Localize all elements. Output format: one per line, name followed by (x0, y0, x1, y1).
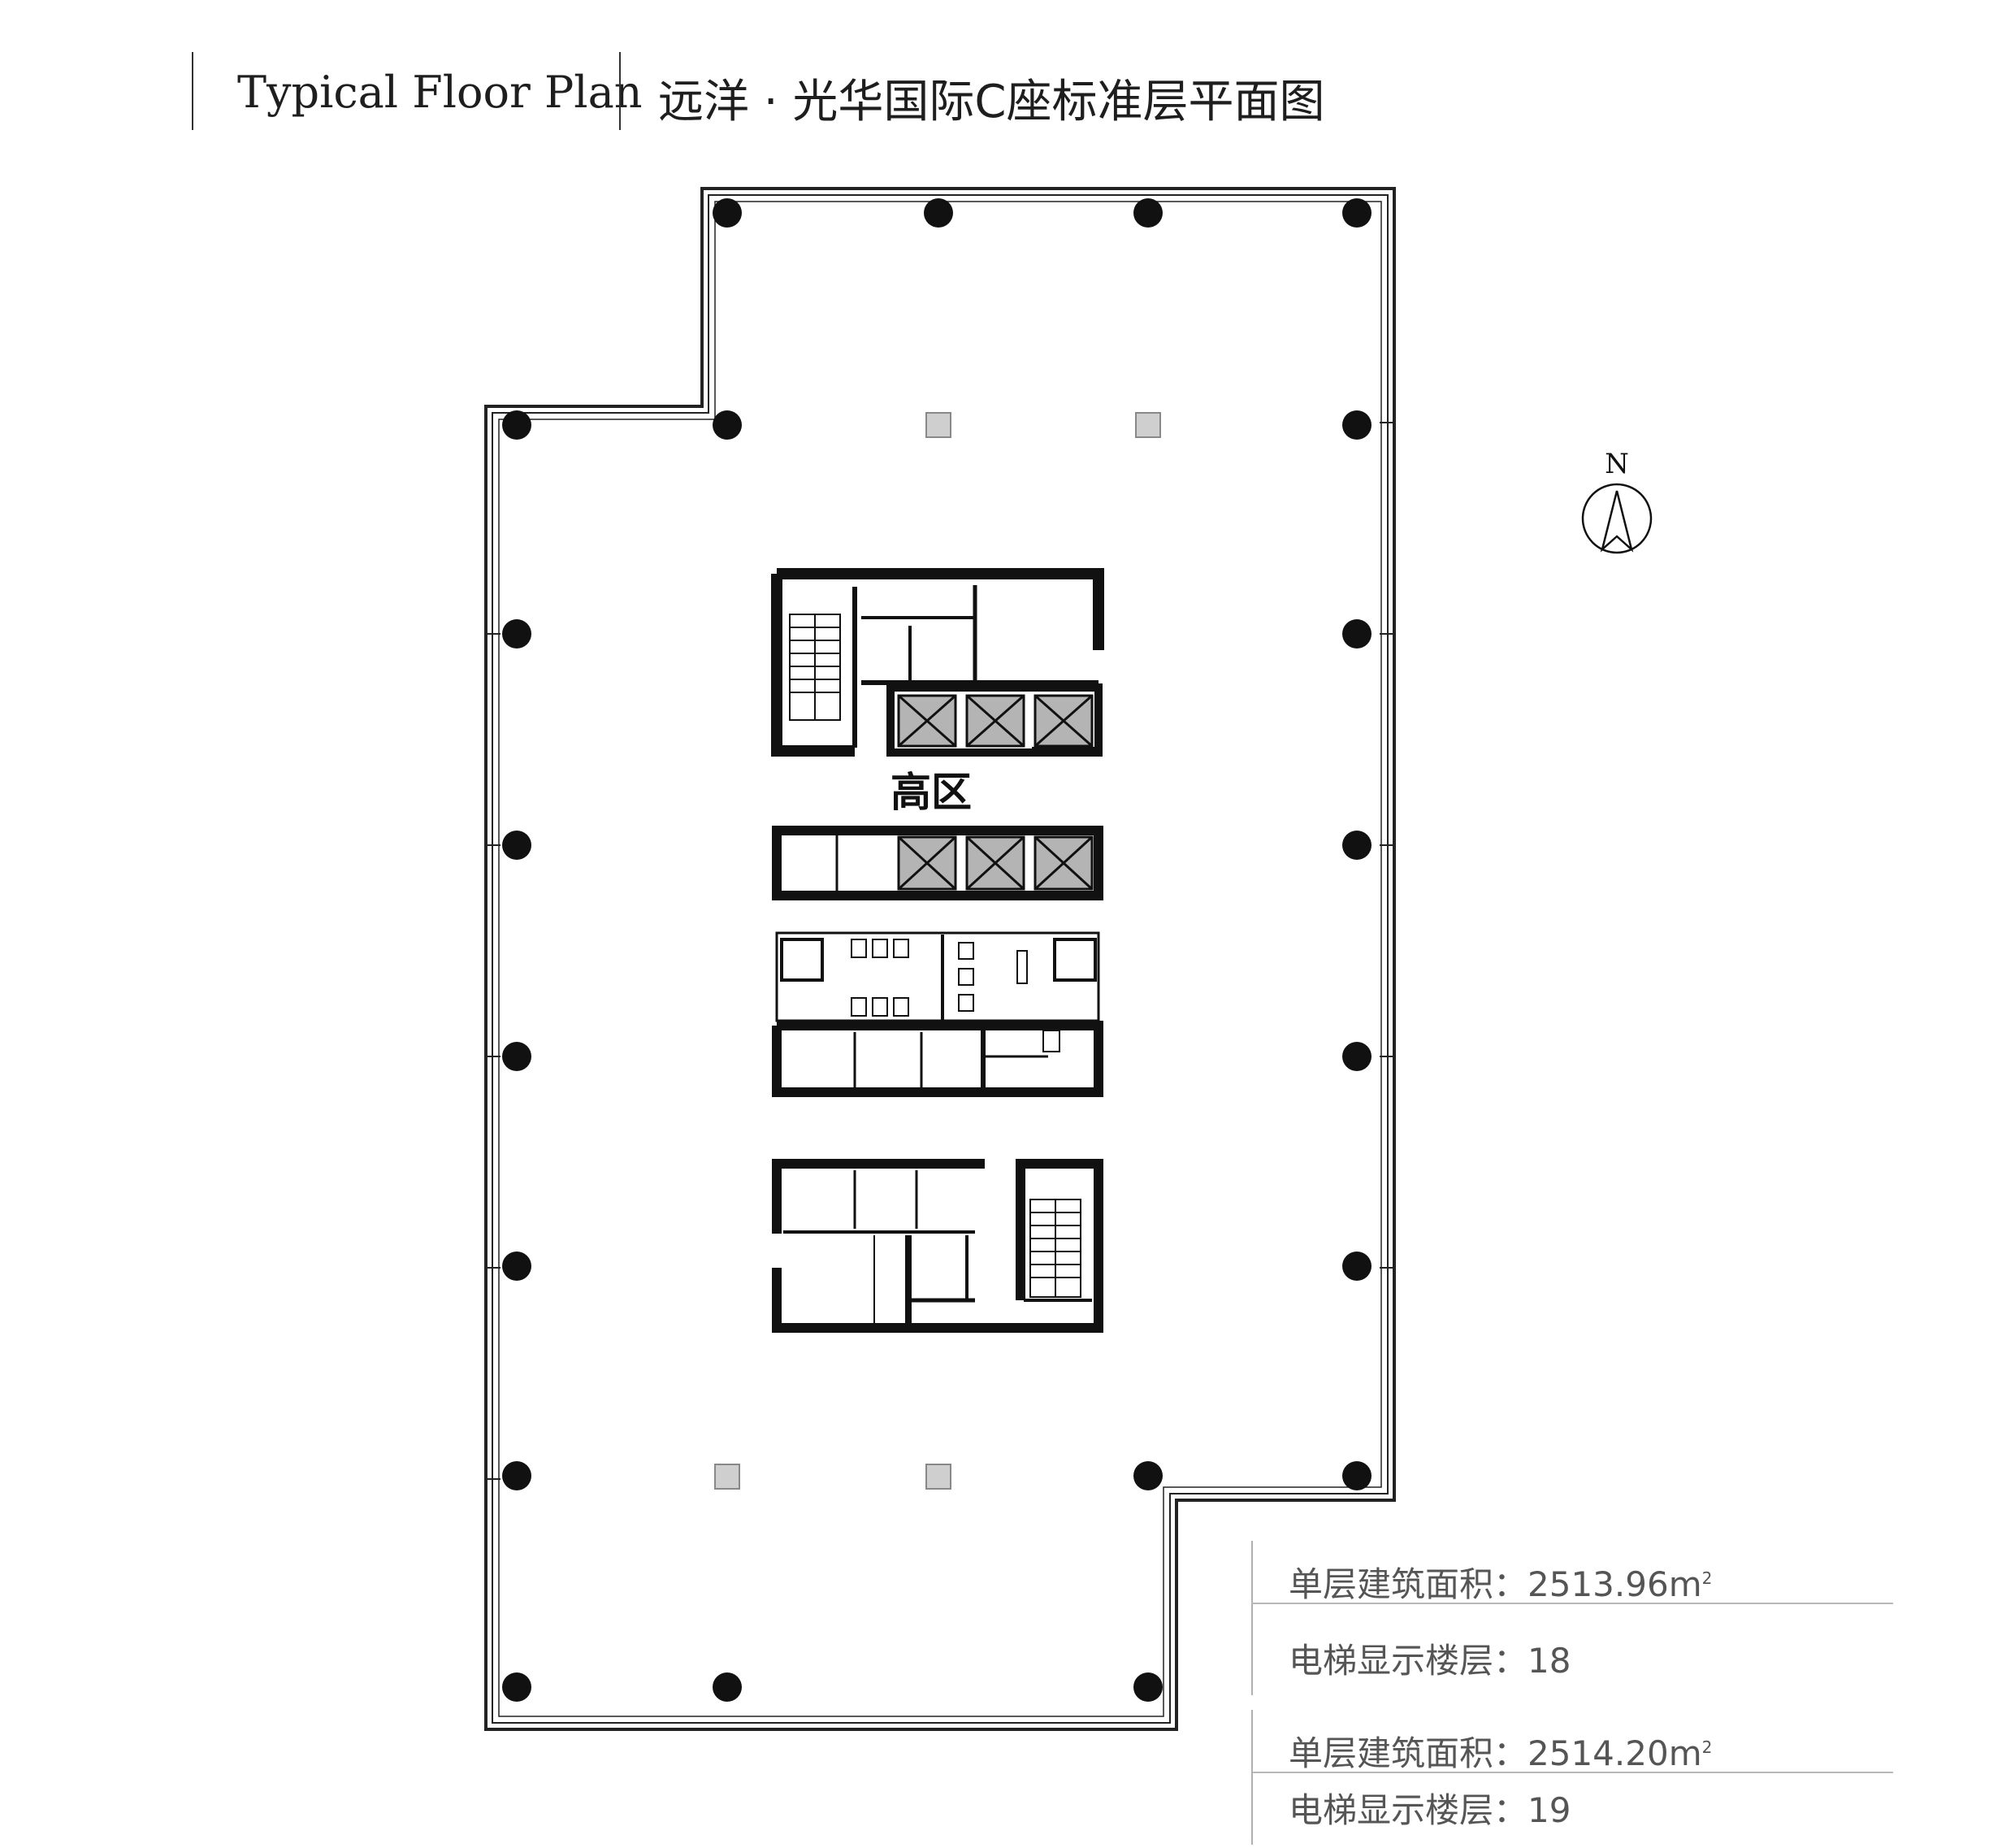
stat-unit-exponent: 2 (1701, 1568, 1713, 1588)
column (502, 619, 531, 649)
stat-label: 单层建筑面积： (1289, 1564, 1528, 1604)
square-column (1135, 412, 1161, 438)
column (1342, 619, 1372, 649)
stair-icon (1029, 1199, 1081, 1298)
stat-row-floor-1: 电梯显示楼层：18 (1251, 1617, 1893, 1695)
stat-label: 单层建筑面积： (1289, 1733, 1528, 1773)
stat-row-area-1: 单层建筑面积：2513.96m2 (1251, 1541, 1893, 1619)
core-block-lower (772, 1159, 1103, 1333)
square-column (714, 1464, 740, 1490)
column (1133, 1461, 1163, 1490)
restroom-block (775, 931, 1100, 1022)
column (1133, 1672, 1163, 1702)
column (713, 410, 742, 440)
toilet-icon (851, 939, 1028, 1017)
stat-unit-exponent: 2 (1701, 1737, 1713, 1757)
column (502, 1672, 531, 1702)
stat-divider (1251, 1603, 1893, 1604)
column (502, 1252, 531, 1281)
stat-value: 18 (1528, 1641, 1571, 1681)
outer-wall (484, 187, 1396, 1731)
stat-divider (1251, 1772, 1893, 1773)
stat-value: 2513.96m (1528, 1564, 1702, 1604)
header-divider-middle (619, 52, 621, 130)
north-label: N (1605, 448, 1629, 480)
stat-value: 2514.20m (1528, 1733, 1702, 1773)
elevator-bank-upper (886, 683, 1103, 757)
stat-label: 电梯显示楼层： (1289, 1790, 1528, 1830)
stat-value: 19 (1528, 1790, 1571, 1830)
square-columns (714, 412, 1161, 1490)
column (502, 1042, 531, 1071)
column (502, 410, 531, 440)
column (1342, 198, 1372, 228)
elevator-bank-lower (772, 826, 1103, 900)
north-arrow-icon: N (1581, 448, 1653, 554)
zone-label: 高区 (890, 768, 972, 816)
column (1342, 1042, 1372, 1071)
service-block (772, 1021, 1103, 1097)
column (502, 831, 531, 860)
columns (502, 198, 1372, 1702)
column (1342, 1461, 1372, 1490)
toilet-icon (1042, 1030, 1060, 1052)
stat-label: 电梯显示楼层： (1289, 1641, 1528, 1681)
header-divider-left (192, 52, 193, 130)
column (713, 198, 742, 228)
title-english: Typical Floor Plan (237, 67, 643, 118)
column (1342, 410, 1372, 440)
column (1133, 198, 1163, 228)
square-column (925, 1464, 951, 1490)
stat-row-area-2: 单层建筑面积：2514.20m2 (1251, 1710, 1893, 1788)
stat-row-floor-2: 电梯显示楼层：19 (1251, 1767, 1893, 1845)
column (1342, 831, 1372, 860)
square-column (925, 412, 951, 438)
column (924, 198, 953, 228)
column (502, 1461, 531, 1490)
title-chinese: 远洋 · 光华国际C座标准层平面图 (658, 76, 1325, 128)
column (1342, 1252, 1372, 1281)
column (713, 1672, 742, 1702)
stair-icon (789, 614, 841, 721)
